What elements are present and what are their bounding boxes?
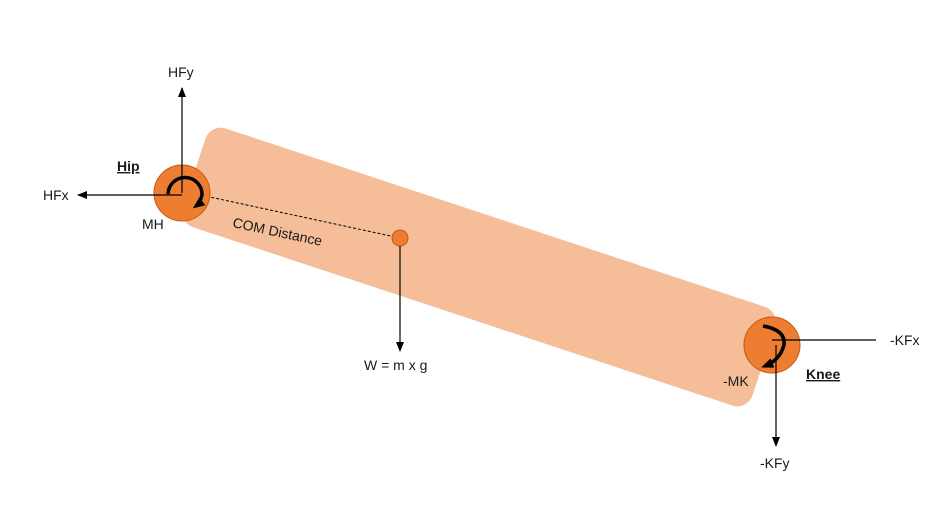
knee-joint	[743, 316, 801, 374]
mh-label: MH	[142, 216, 164, 232]
knee-label: Knee	[806, 366, 840, 382]
weight-label: W = m x g	[364, 357, 427, 373]
com-distance-line	[181, 190, 401, 239]
kfy-label: -KFy	[760, 455, 790, 471]
hfy-label: HFy	[168, 64, 194, 80]
mk-moment-arrow	[761, 324, 786, 368]
thigh-segment	[182, 127, 776, 407]
mk-label: -MK	[723, 373, 749, 389]
com-point	[391, 229, 409, 247]
hip-label: Hip	[117, 158, 140, 174]
kfx-label: -KFx	[890, 332, 920, 348]
mh-moment-arrow	[166, 175, 206, 209]
hfx-label: HFx	[43, 187, 69, 203]
